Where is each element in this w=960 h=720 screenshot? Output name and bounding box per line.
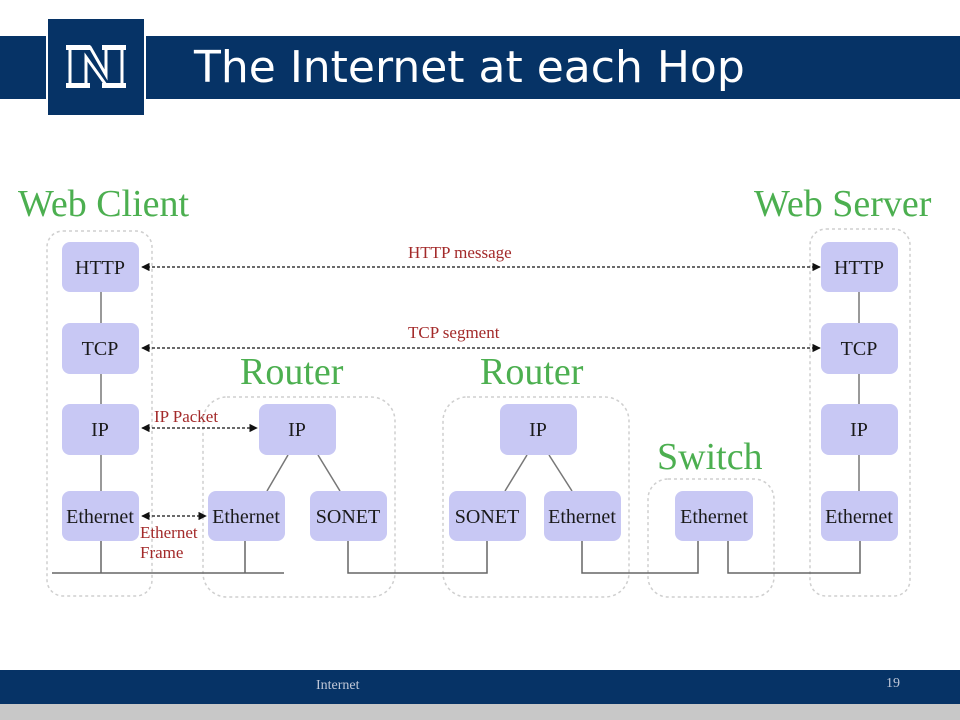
client-ip-text: IP: [91, 419, 109, 441]
router-1-container: [202, 396, 396, 598]
client-tcp-layer: [62, 323, 139, 374]
server-http-text: HTTP: [834, 257, 884, 279]
router2-ip-layer: [500, 404, 577, 455]
university-logo: [46, 17, 146, 117]
web-server-container: [809, 228, 911, 597]
footer-text: Internet: [316, 678, 360, 693]
web-client-container: [46, 230, 153, 597]
n-logo-icon: [66, 45, 126, 88]
footer-bar: [0, 670, 960, 704]
http-message-label: HTTP message: [408, 243, 512, 262]
router1-ip-text: IP: [288, 419, 306, 441]
router2-ethernet-text: Ethernet: [548, 506, 616, 528]
client-http-layer: [62, 242, 139, 292]
router1-sonet-layer: [310, 491, 387, 541]
server-ethernet-layer: [821, 491, 898, 541]
server-ethernet-text: Ethernet: [825, 506, 893, 528]
server-http-layer: [821, 242, 898, 292]
client-http-text: HTTP: [75, 257, 125, 279]
switch-ethernet-text: Ethernet: [680, 506, 748, 528]
protocol-stack-diagram: Web Client Router Router Switch Web Serv…: [18, 183, 932, 598]
page-number: 19: [886, 676, 900, 691]
client-ethernet-text: Ethernet: [66, 506, 134, 528]
ip-packet-label: IP Packet: [154, 407, 218, 426]
router1-ethernet-text: Ethernet: [212, 506, 280, 528]
tcp-segment-label: TCP segment: [408, 323, 500, 342]
server-ip-layer: [821, 404, 898, 455]
router1-ip-layer: [259, 404, 336, 455]
footer-strip: [0, 704, 960, 720]
server-ip-text: IP: [850, 419, 868, 441]
router2-ip-text: IP: [529, 419, 547, 441]
switch-ethernet-layer: [675, 491, 753, 541]
switch-label: Switch: [657, 436, 763, 478]
router1-sonet-text: SONET: [316, 506, 380, 528]
client-ip-layer: [62, 404, 139, 455]
ethernet-frame-label-line2: Frame: [140, 543, 183, 562]
router1-ethernet-layer: [208, 491, 285, 541]
web-client-label: Web Client: [18, 183, 190, 225]
server-tcp-layer: [821, 323, 898, 374]
router2-sonet-text: SONET: [455, 506, 519, 528]
server-tcp-text: TCP: [841, 338, 878, 360]
ethernet-frame-label-line1: Ethernet: [140, 523, 198, 542]
client-tcp-text: TCP: [82, 338, 119, 360]
router2-sonet-layer: [449, 491, 526, 541]
slide-title: The Internet at each Hop: [194, 42, 745, 93]
web-server-label: Web Server: [754, 183, 932, 225]
router-2-label: Router: [480, 351, 584, 393]
title-bar: [0, 36, 960, 99]
router-2-container: [442, 396, 630, 598]
client-ethernet-layer: [62, 491, 139, 541]
router2-ethernet-layer: [544, 491, 621, 541]
router-1-label: Router: [240, 351, 344, 393]
switch-container: [647, 478, 775, 598]
